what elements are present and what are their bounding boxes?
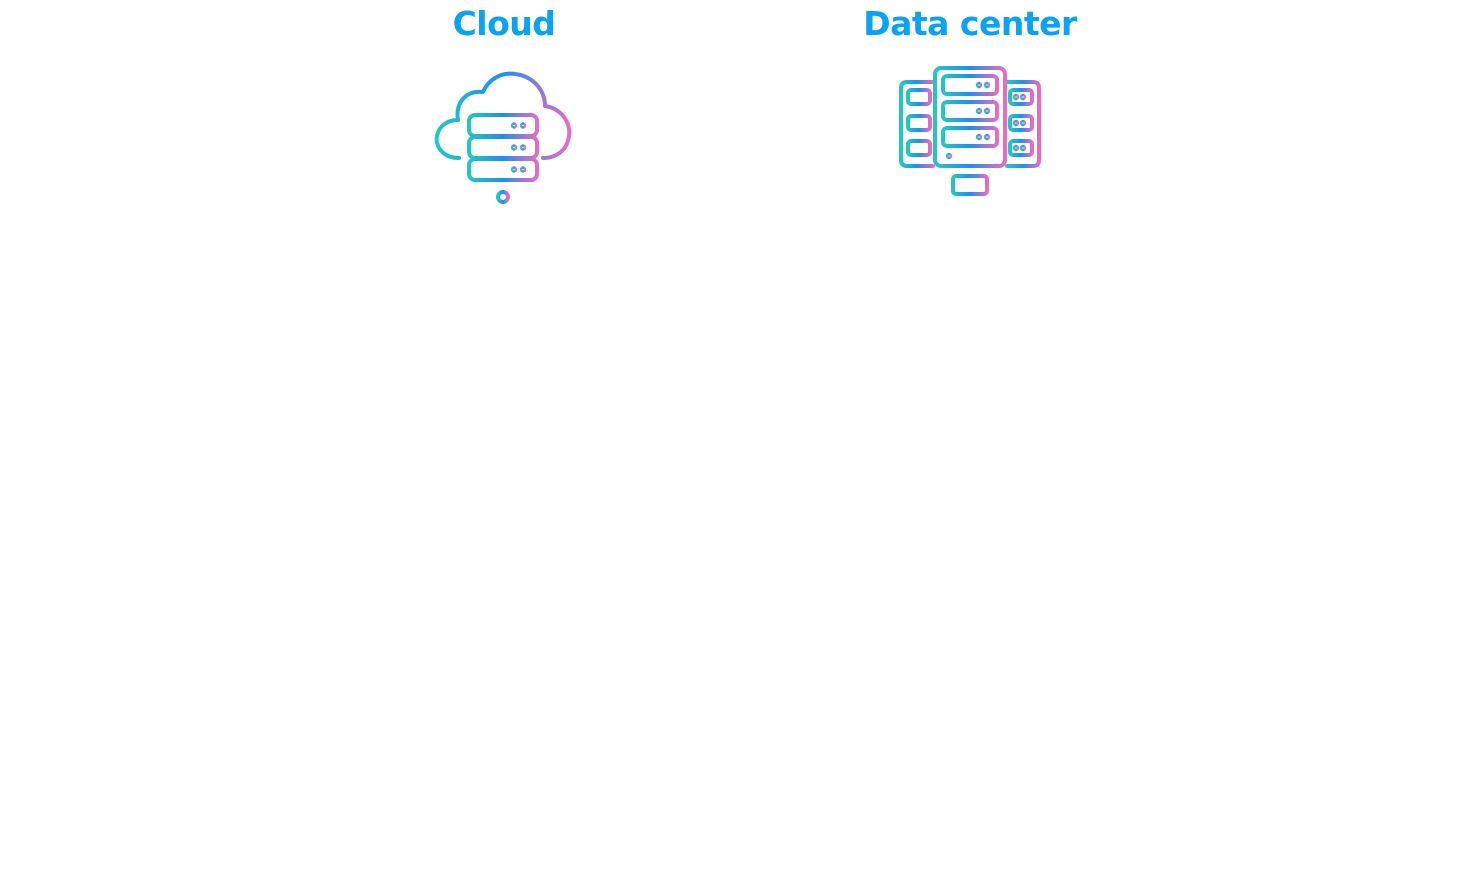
data-center-card: Data center [820,0,1120,212]
cloud-title: Cloud [452,4,556,43]
data-center-server-icon [897,66,1043,212]
data-center-title: Data center [863,4,1077,43]
cloud-card: Cloud [354,0,654,212]
cloud-server-icon [431,66,577,212]
